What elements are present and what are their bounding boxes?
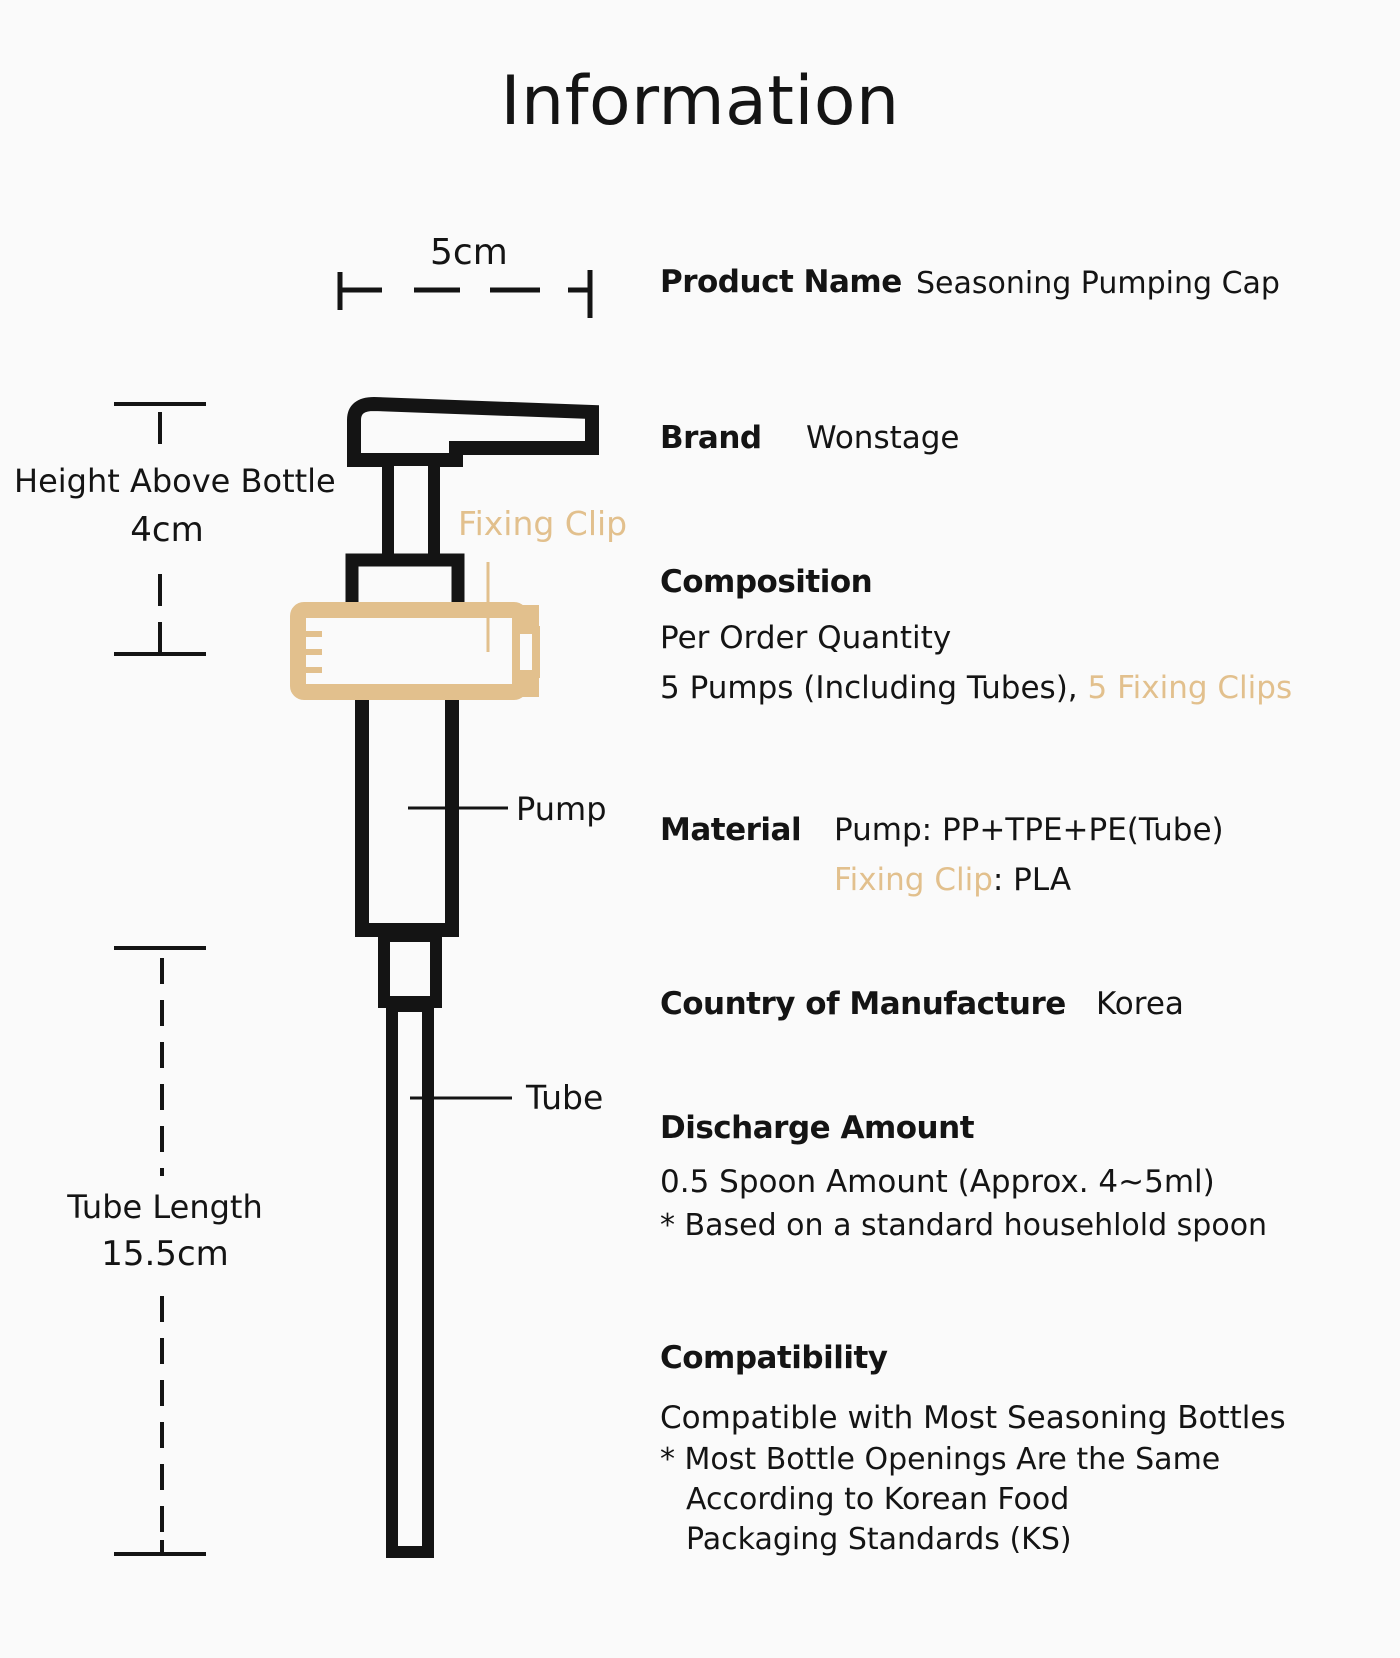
width-label: 5cm — [430, 232, 508, 273]
brand-label: Brand — [660, 420, 762, 456]
height-dimension — [114, 402, 206, 656]
composition-label: Composition — [660, 564, 873, 600]
tube-length-value: 15.5cm — [101, 1234, 229, 1274]
compatibility-note3: Packaging Standards (KS) — [686, 1522, 1072, 1557]
pump-head — [347, 396, 599, 467]
material-line1: Pump: PP+TPE+PE(Tube) — [834, 812, 1224, 848]
fixing-clip-label: Fixing Clip — [458, 504, 628, 543]
discharge-line1: 0.5 Spoon Amount (Approx. 4~5ml) — [660, 1164, 1215, 1200]
product-name-label: Product Name — [660, 264, 902, 300]
tube-length-title: Tube Length — [67, 1188, 263, 1226]
width-dimension — [337, 270, 593, 318]
country-value: Korea — [1096, 986, 1184, 1022]
compatibility-label: Compatibility — [660, 1340, 888, 1376]
composition-line2: 5 Pumps (Including Tubes), 5 Fixing Clip… — [660, 670, 1292, 706]
pump-neck — [378, 930, 442, 1008]
tube — [386, 1000, 434, 1558]
tube-label: Tube — [526, 1078, 604, 1117]
height-label-title: Height Above Bottle — [14, 462, 336, 500]
tube-length-dimension — [114, 946, 206, 1556]
material-clip-material: : PLA — [992, 862, 1072, 898]
composition-clips: 5 Fixing Clips — [1087, 670, 1293, 706]
compatibility-note1: * Most Bottle Openings Are the Same — [660, 1442, 1221, 1477]
country-label: Country of Manufacture — [660, 986, 1066, 1022]
composition-line1: Per Order Quantity — [660, 620, 952, 656]
compatibility-note2: According to Korean Food — [686, 1482, 1070, 1517]
discharge-note: * Based on a standard househlold spoon — [660, 1208, 1268, 1243]
material-label: Material — [660, 812, 802, 848]
page-title: Information — [500, 62, 900, 141]
pump-body — [355, 700, 459, 937]
pump-stem — [382, 454, 440, 566]
material-clip-name: Fixing Clip — [834, 862, 993, 898]
fixing-clip — [290, 562, 540, 700]
material-line2: Fixing Clip: PLA — [834, 862, 1071, 898]
brand-value: Wonstage — [806, 420, 960, 456]
height-label-value: 4cm — [130, 510, 204, 550]
composition-pumps: 5 Pumps (Including Tubes), — [660, 670, 1088, 706]
compatibility-line1: Compatible with Most Seasoning Bottles — [660, 1400, 1286, 1436]
product-name-value: Seasoning Pumping Cap — [916, 266, 1280, 301]
pump-label: Pump — [516, 790, 607, 828]
discharge-label: Discharge Amount — [660, 1110, 975, 1146]
